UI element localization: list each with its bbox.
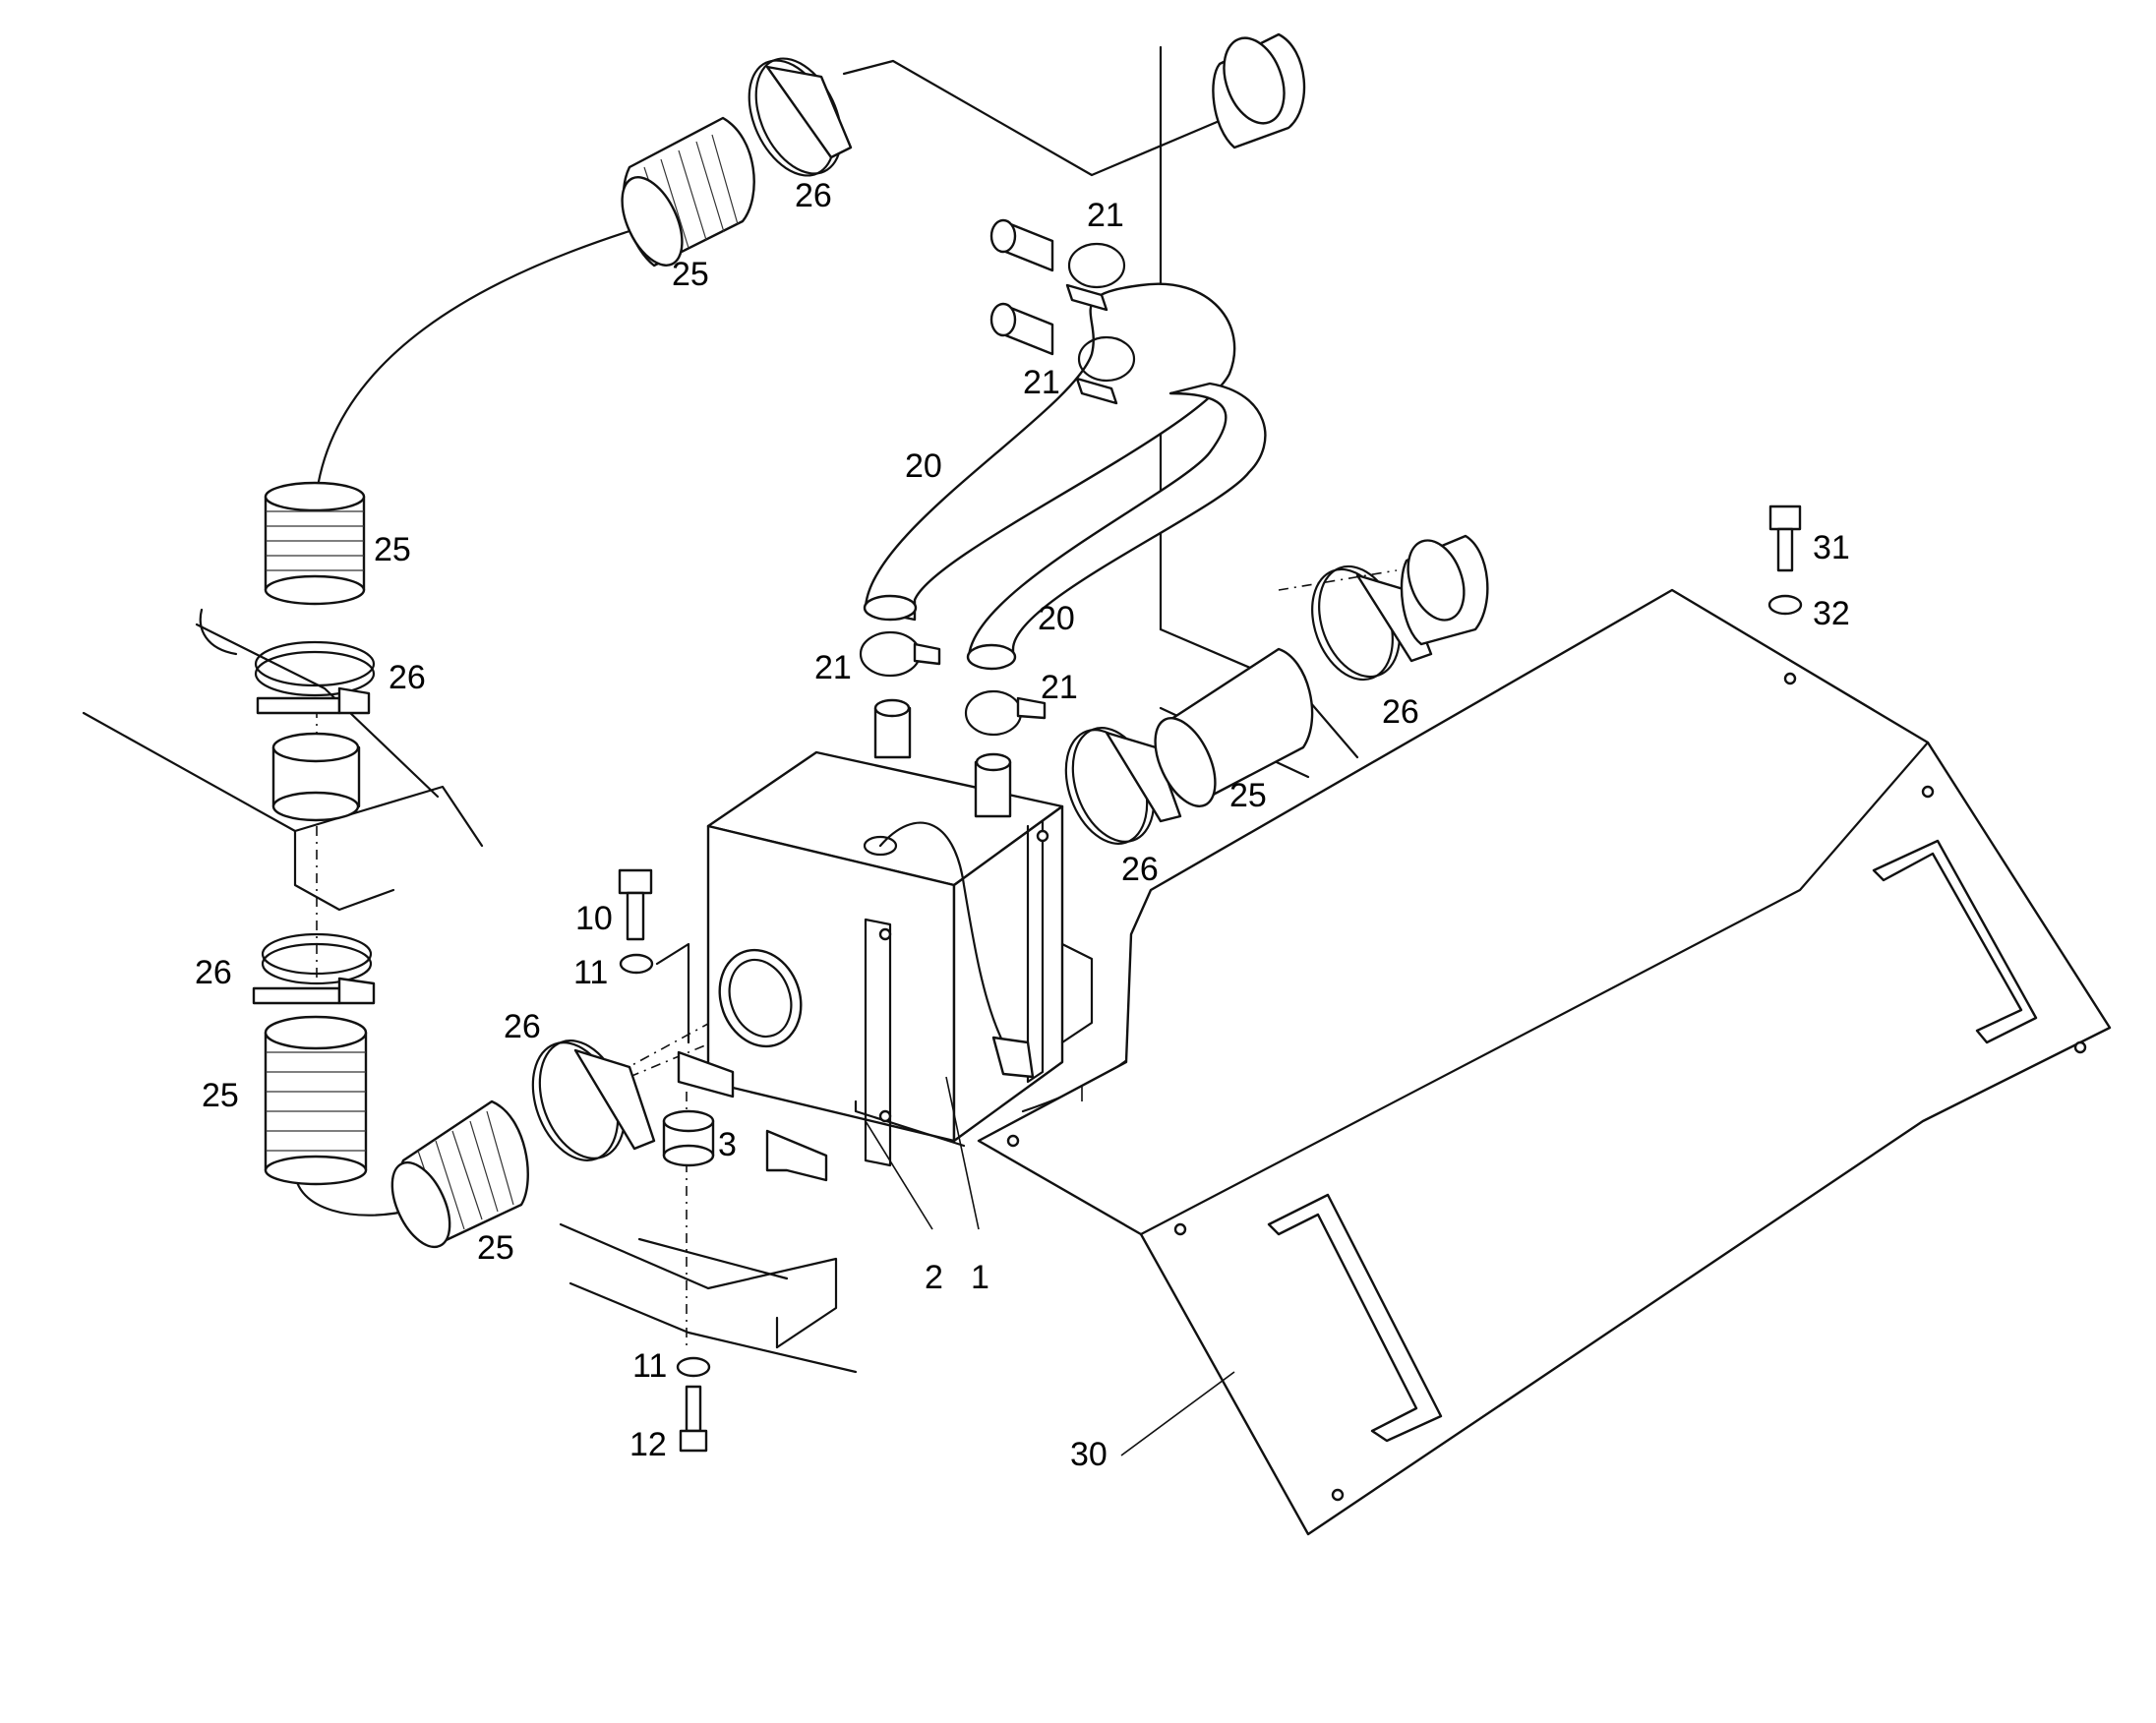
bolt-12 bbox=[679, 1385, 708, 1453]
callout-26-bottom: 26 bbox=[504, 1008, 541, 1045]
callout-26-right-lower: 26 bbox=[1121, 851, 1159, 888]
bolt-10 bbox=[618, 868, 653, 941]
callout-26-top: 26 bbox=[795, 177, 832, 214]
hose-clamp-26-bottom bbox=[531, 1040, 656, 1161]
hose-25-top bbox=[621, 116, 755, 267]
hose-clamp-26-right-upper bbox=[1311, 564, 1433, 682]
callout-26-left-lower: 26 bbox=[195, 954, 232, 991]
hose-25-bottom bbox=[390, 1099, 529, 1249]
callout-1: 1 bbox=[971, 1259, 989, 1296]
callout-30: 30 bbox=[1070, 1436, 1108, 1473]
washer-32 bbox=[1767, 594, 1803, 616]
callout-25-bottom: 25 bbox=[477, 1229, 514, 1267]
callout-21-d: 21 bbox=[1041, 669, 1078, 706]
heater-unit bbox=[677, 750, 1094, 1182]
callout-11-upper: 11 bbox=[573, 954, 608, 991]
callout-3: 3 bbox=[718, 1126, 737, 1163]
callout-labels: 26 25 21 21 20 20 25 26 21 21 26 25 26 1… bbox=[195, 177, 1850, 1473]
leader-lines bbox=[865, 1076, 1235, 1456]
sleeve-right bbox=[1400, 534, 1489, 646]
hose-clamp-26-top bbox=[748, 57, 853, 177]
sleeve-top-right bbox=[1212, 32, 1306, 149]
heater-pipe-stubs bbox=[873, 698, 1012, 818]
pipe-fittings-21 bbox=[989, 218, 1054, 356]
hose-clamp-26-left-upper bbox=[254, 640, 376, 715]
hose-25-left-upper bbox=[264, 481, 366, 606]
callout-31: 31 bbox=[1813, 529, 1850, 566]
callout-21-c: 21 bbox=[814, 649, 852, 686]
callout-20-a: 20 bbox=[905, 447, 942, 485]
callout-25-top: 25 bbox=[672, 256, 709, 293]
cover-panel-30 bbox=[977, 588, 2112, 1536]
callout-21-b: 21 bbox=[1023, 364, 1060, 401]
callout-11-lower: 11 bbox=[632, 1347, 667, 1385]
hose-clamp-21-upper bbox=[1065, 242, 1136, 405]
washer-11-lower bbox=[676, 1356, 711, 1378]
callout-21-a: 21 bbox=[1087, 197, 1124, 234]
callout-10: 10 bbox=[575, 900, 613, 937]
callout-20-b: 20 bbox=[1038, 600, 1075, 637]
washer-11-upper bbox=[619, 953, 654, 975]
hose-clamp-26-left-lower bbox=[252, 932, 376, 1005]
callout-2: 2 bbox=[925, 1259, 943, 1296]
hose-25-left-lower bbox=[264, 1015, 368, 1186]
hose-25-right bbox=[1154, 647, 1314, 807]
hose-clamp-26-right-lower bbox=[1064, 727, 1182, 845]
callout-26-right-upper: 26 bbox=[1382, 693, 1419, 731]
callout-25-left-upper: 25 bbox=[374, 531, 411, 568]
callout-25-left-lower: 25 bbox=[202, 1077, 239, 1114]
sleeve-left bbox=[271, 732, 361, 822]
bolt-31 bbox=[1768, 505, 1802, 572]
rubber-mount-3 bbox=[662, 1109, 715, 1167]
hose-clamp-21-lower bbox=[859, 630, 1047, 737]
coolant-hose-20-left bbox=[863, 282, 1236, 622]
coolant-hose-20-right bbox=[966, 382, 1267, 671]
callout-25-right: 25 bbox=[1229, 777, 1267, 814]
callout-26-left-upper: 26 bbox=[389, 659, 426, 696]
callout-12: 12 bbox=[629, 1426, 667, 1463]
callout-32: 32 bbox=[1813, 595, 1850, 632]
